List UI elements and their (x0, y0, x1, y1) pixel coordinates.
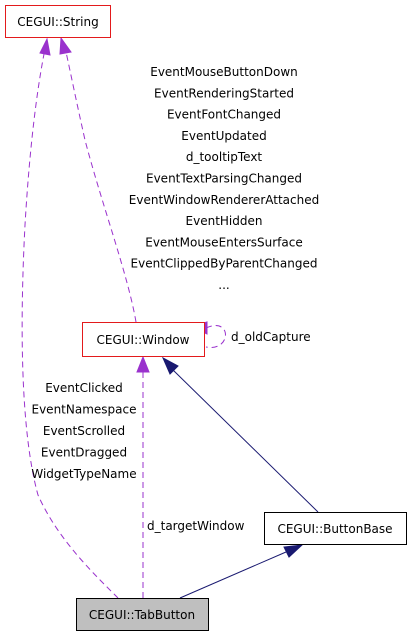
edge-label-window-string-2: EventFontChanged (167, 108, 281, 122)
edge-window-to-string-arrowhead (59, 36, 72, 55)
edge-label-tabbutton-string-2: EventScrolled (43, 424, 125, 438)
edge-label-tabbutton-string-3: EventDragged (41, 446, 127, 460)
edge-tabbutton-to-buttonbase-arrowhead (283, 544, 304, 558)
node-cegui-tabbutton-label: CEGUI::TabButton (89, 608, 195, 622)
edge-label-window-string-1: EventRenderingStarted (154, 86, 294, 100)
node-cegui-tabbutton[interactable]: CEGUI::TabButton (76, 598, 209, 631)
edge-tabbutton-to-string-arrowhead (39, 37, 51, 56)
edge-label-window-string-9: EventClippedByParentChanged (131, 257, 318, 271)
edge-label-window-string-7: EventHidden (186, 214, 263, 228)
edge-buttonbase-to-window-arrowhead (161, 356, 179, 375)
edge-label-tabbutton-string-0: EventClicked (45, 381, 123, 395)
node-cegui-buttonbase[interactable]: CEGUI::ButtonBase (264, 512, 407, 545)
edge-label-window-string-6: EventWindowRendererAttached (129, 193, 319, 207)
edge-tabbutton-to-string (21, 53, 119, 599)
edge-label-d-oldcapture: d_oldCapture (231, 330, 311, 344)
edge-window-self-loop (205, 325, 226, 348)
edge-label-window-string-3: EventUpdated (181, 129, 266, 143)
edge-tabbutton-to-buttonbase (179, 551, 287, 599)
edge-buttonbase-to-window (172, 369, 319, 513)
node-cegui-window[interactable]: CEGUI::Window (82, 322, 205, 357)
edge-label-window-string-4: d_tooltipText (186, 150, 263, 164)
edge-tabbutton-to-window-arrowhead (136, 355, 150, 373)
node-cegui-string[interactable]: CEGUI::String (5, 5, 111, 38)
edge-labels-window-to-string: EventMouseButtonDownEventRenderingStarte… (129, 65, 319, 292)
edge-label-tabbutton-string-4: WidgetTypeName (31, 467, 136, 481)
edge-label-window-string-0: EventMouseButtonDown (150, 65, 298, 79)
edge-labels-tabbutton-to-string: EventClickedEventNamespaceEventScrolledE… (31, 381, 136, 481)
edge-window-to-string (65, 51, 137, 323)
edge-label-window-string-5: EventTextParsingChanged (146, 172, 302, 186)
node-cegui-string-label: CEGUI::String (17, 15, 98, 29)
edge-label-window-string-10: ... (218, 278, 229, 292)
node-cegui-buttonbase-label: CEGUI::ButtonBase (277, 522, 392, 536)
edge-label-d-targetwindow: d_targetWindow (147, 519, 245, 533)
edge-label-tabbutton-string-1: EventNamespace (32, 403, 137, 417)
node-cegui-window-label: CEGUI::Window (97, 333, 190, 347)
edge-label-window-string-8: EventMouseEntersSurface (145, 235, 303, 249)
